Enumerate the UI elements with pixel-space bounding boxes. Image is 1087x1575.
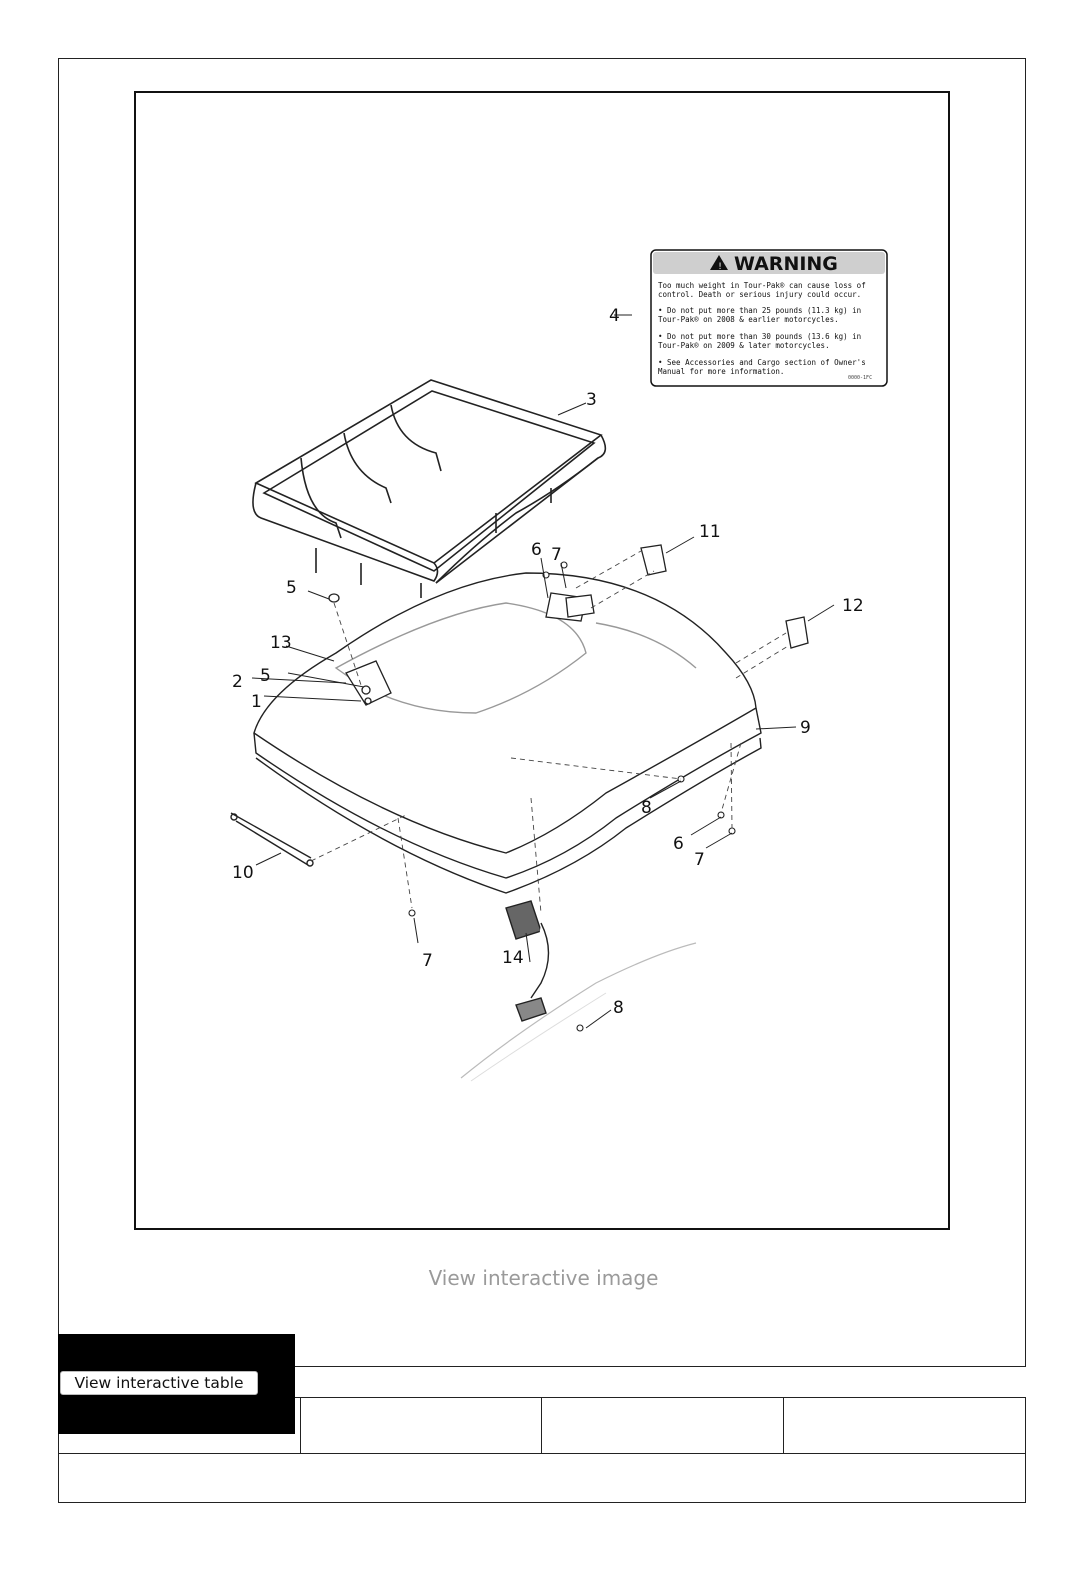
callout-11: 11 (699, 522, 721, 542)
view-interactive-image-link[interactable]: View interactive image (428, 1266, 659, 1290)
callout-7: 7 (694, 850, 705, 870)
warning-line: • See Accessories and Cargo section of O… (658, 358, 866, 367)
callout-13: 14 (502, 948, 524, 968)
parts-diagram: ! WARNING Too much weight in Tour-Pak® c… (230, 249, 888, 1082)
parts-table (58, 1397, 1026, 1503)
luggage-rack (252, 379, 607, 598)
svg-text:!: ! (718, 262, 722, 272)
callout-14: 13 (270, 633, 292, 653)
warning-code: 0000-1FC (848, 375, 872, 381)
callout-6: 6 (673, 834, 684, 854)
callout-7: 7 (422, 951, 433, 971)
warning-line: control. Death or serious injury could o… (658, 290, 861, 299)
callout-6: 6 (531, 540, 542, 560)
callout-3: 3 (586, 390, 597, 410)
fasteners (408, 561, 736, 1032)
page-frame (58, 58, 1026, 1367)
warning-line: Tour-Pak® on 2009 & later motorcycles. (658, 341, 830, 350)
callout-9: 9 (800, 718, 811, 738)
callout-2: 2 (232, 672, 243, 692)
callout-12: 12 (842, 596, 864, 616)
callout-5: 5 (260, 666, 271, 686)
tail-light (505, 900, 550, 1022)
callout-1: 1 (251, 692, 262, 712)
callout-7: 7 (551, 545, 562, 565)
callout-10: 10 (232, 863, 254, 883)
callout-8: 8 (613, 998, 624, 1018)
table-cell (542, 1398, 784, 1453)
callout-4: 4 (609, 306, 620, 326)
tour-pak-lid (253, 572, 762, 894)
warning-line: Too much weight in Tour-Pak® can cause l… (658, 281, 866, 290)
table-cell (784, 1398, 1025, 1453)
callout-8: 8 (641, 798, 652, 818)
parts-diagram-figure: ! WARNING Too much weight in Tour-Pak® c… (134, 91, 950, 1230)
warning-title: WARNING (734, 253, 838, 275)
table-cell (301, 1398, 542, 1453)
callout-labels: 3 4 5 13 2 5 1 6 7 11 12 9 8 6 7 10 7 14… (232, 306, 864, 1018)
table-header-row (59, 1398, 1025, 1454)
callout-5: 5 (286, 578, 297, 598)
warning-line: Manual for more information. (658, 367, 784, 376)
table-cell (59, 1398, 301, 1453)
view-interactive-table-button[interactable]: View interactive table (60, 1371, 258, 1395)
warning-line: • Do not put more than 25 pounds (11.3 k… (658, 306, 861, 315)
mounting-bracket (328, 593, 392, 706)
warning-line: Tour-Pak® on 2008 & earlier motorcycles. (658, 315, 839, 324)
warning-label: ! WARNING Too much weight in Tour-Pak® c… (650, 249, 888, 387)
warning-line: • Do not put more than 30 pounds (13.6 k… (658, 332, 861, 341)
hinges (545, 544, 809, 649)
support-strap (230, 812, 314, 867)
